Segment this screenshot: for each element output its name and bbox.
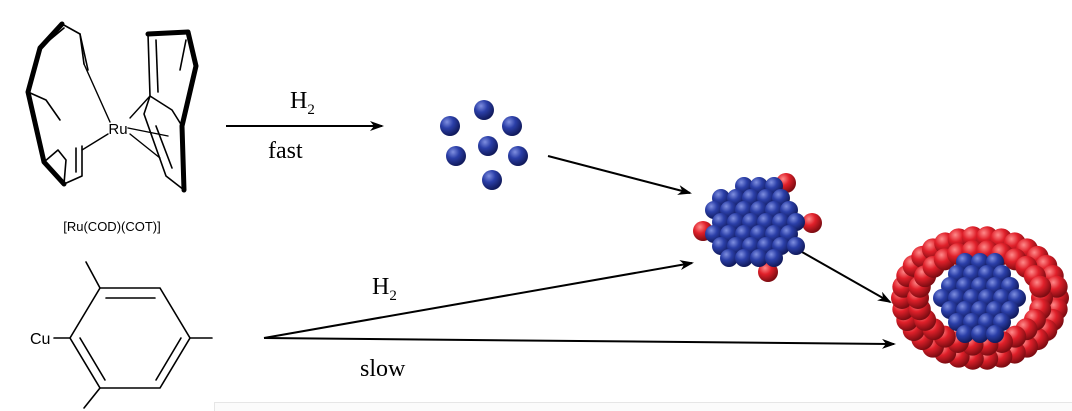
arrow-slow-reagent: H2 [372,274,397,304]
ru-complex-label: [Ru(COD)(COT)] [63,219,161,234]
ru-cod-cot-structure [25,21,199,193]
arrow-fast-condition: fast [268,138,303,164]
reaction-arrows [226,121,896,349]
large-core-shell-particle [891,226,1069,370]
ru-atom [750,249,768,267]
ru-atom [765,249,783,267]
mesityl-copper-structure [53,261,213,409]
cod-ligand [25,21,89,187]
arrow-slow-condition: slow [360,356,406,382]
panel-edge [214,402,1072,411]
ru-nucleus [502,116,522,136]
ru-nucleus [474,100,494,120]
arrow-fast-reagent: H2 [290,88,315,118]
small-core-shell-particle [693,173,822,282]
ru-nucleus [478,136,498,156]
cu-atom [758,262,778,282]
ru-core-atom [971,325,989,343]
ru-atom [735,249,753,267]
cu-atom [802,213,822,233]
ru-atom [720,249,738,267]
cot-ligand [143,29,199,193]
ru-atom [787,237,805,255]
ru-nucleus [508,146,528,166]
ru-nucleus [446,146,466,166]
cu-atom-label: Cu [30,331,50,348]
ru-core-atom [986,325,1004,343]
cu-shell-atom [1029,275,1052,298]
ru-atom-label: Ru [108,121,127,138]
ru-nucleus [482,170,502,190]
ru-nucleus [440,116,460,136]
ru-bonds [81,63,169,159]
ru-core-atom [956,325,974,343]
arrow-to-coreshell-large [801,251,892,303]
arrow-slow [263,337,896,349]
arrow-h2-to-intermediate [263,260,694,339]
arrow-to-coreshell-small [547,155,692,195]
ru-nuclei-cluster [440,100,528,190]
